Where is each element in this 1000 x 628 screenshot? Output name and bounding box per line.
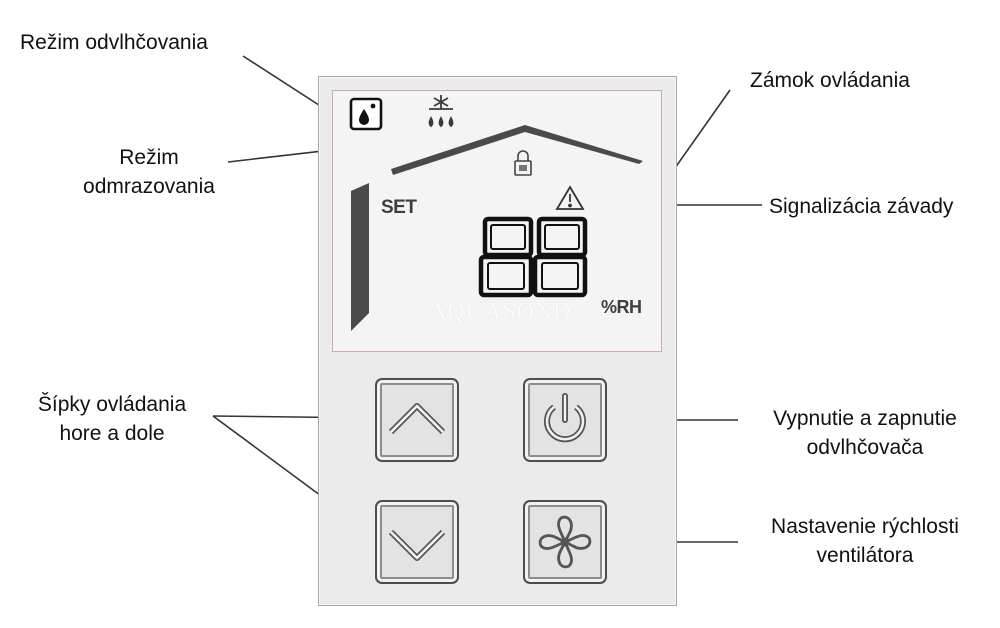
lcd-display: SET %RH AQUASOND 88 xyxy=(332,90,662,352)
humidity-unit: %RH xyxy=(601,297,642,317)
label-fan-speed-line2: ventilátora xyxy=(816,544,914,567)
roof-outline xyxy=(391,125,643,175)
humidity-bar-graph xyxy=(351,183,369,331)
chevron-down-icon xyxy=(388,529,446,561)
power-icon xyxy=(544,393,586,443)
watermark: AQUASOND xyxy=(429,299,572,325)
label-defrost-mode: Režim odmrazovania xyxy=(66,143,232,201)
label-power-line2: odvlhčovača xyxy=(806,436,924,459)
fan-speed-button[interactable] xyxy=(523,500,607,584)
chevron-up-icon xyxy=(388,403,446,435)
lock-icon xyxy=(514,150,532,176)
power-button[interactable] xyxy=(523,378,607,462)
label-arrow-keys-line2: hore a dole xyxy=(59,422,165,445)
seven-segment-digits xyxy=(478,216,588,298)
up-button[interactable] xyxy=(375,378,459,462)
digit-1 xyxy=(478,216,534,298)
warning-triangle-icon xyxy=(555,185,585,210)
label-fault-signal: Signalizácia závady xyxy=(769,195,954,218)
label-dehumidify-mode: Režim odvlhčovania xyxy=(20,31,208,54)
label-fan-speed-line1: Nastavenie rýchlosti xyxy=(771,515,959,538)
snowflake-drops-icon xyxy=(428,95,454,128)
label-arrow-keys: Šípky ovládania hore a dole xyxy=(14,390,210,448)
water-drop-icon xyxy=(349,97,383,131)
label-control-lock: Zámok ovládania xyxy=(750,69,910,92)
down-button[interactable] xyxy=(375,500,459,584)
label-power-line1: Vypnutie a zapnutie xyxy=(773,407,957,430)
set-indicator: SET xyxy=(381,197,417,218)
label-fan-speed: Nastavenie rýchlosti ventilátora xyxy=(742,512,988,570)
fan-icon xyxy=(538,515,592,569)
label-defrost-mode-line1: Režim xyxy=(119,146,179,169)
label-power: Vypnutie a zapnutie odvlhčovača xyxy=(742,404,988,462)
digit-2 xyxy=(532,216,588,298)
label-defrost-mode-line2: odmrazovania xyxy=(83,175,215,198)
label-arrow-keys-line1: Šípky ovládania xyxy=(37,393,187,416)
lcd-display-graphics xyxy=(349,95,643,331)
